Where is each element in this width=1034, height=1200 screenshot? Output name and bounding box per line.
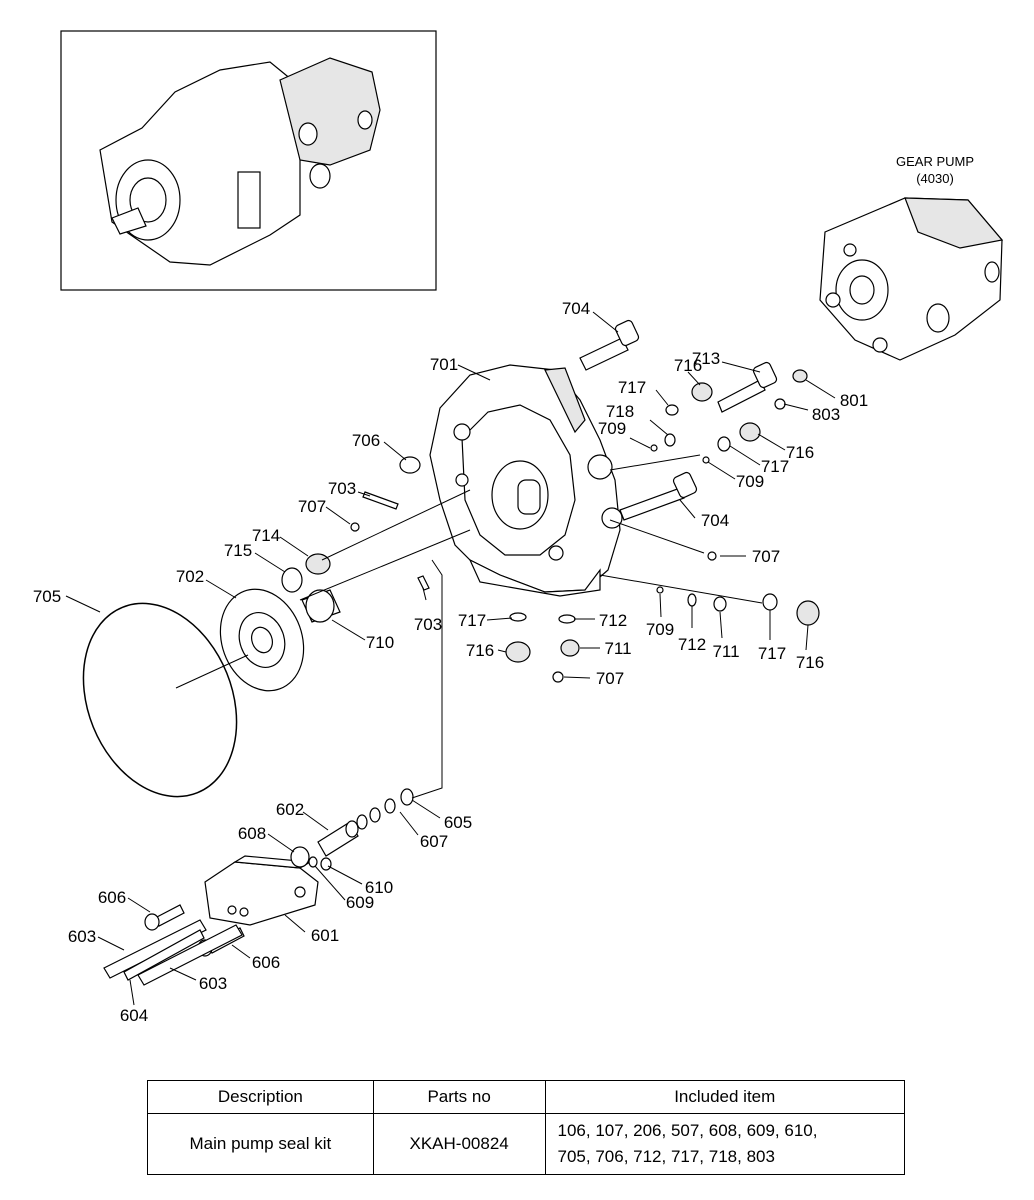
callout-801: 801 [840,391,868,410]
callout-707a: 707 [298,497,326,516]
leader-lines [65,311,836,1006]
callout-709b: 709 [736,472,764,491]
regulator-assembly [103,788,414,986]
callout-712a: 712 [599,611,627,630]
callout-712b: 712 [678,635,706,654]
header-included-item: Included item [544,1080,906,1114]
callout-717b: 717 [761,457,789,476]
callout-704b: 704 [701,511,729,530]
callout-607: 607 [420,832,448,851]
callout-718: 718 [606,402,634,421]
assembled-pump-inset [60,30,437,291]
callout-610: 610 [365,878,393,897]
pump-housing-701 [429,364,623,597]
callout-608: 608 [238,824,266,843]
callout-717c: 717 [458,611,486,630]
callout-703a: 703 [328,479,356,498]
callout-711a: 711 [712,642,739,661]
callout-606b: 606 [252,953,280,972]
callout-714: 714 [252,526,280,545]
callout-603a: 603 [68,927,96,946]
callout-707b: 707 [752,547,780,566]
cell-description: Main pump seal kit [147,1113,374,1175]
callout-606a: 606 [98,888,126,907]
callout-602: 602 [276,800,304,819]
callout-717d: 717 [758,644,786,663]
callout-707c: 707 [596,669,624,688]
callout-701: 701 [430,355,458,374]
callout-605: 605 [444,813,472,832]
callout-705: 705 [33,587,61,606]
exploded-parts-diagram: GEAR PUMP (4030) [33,30,1004,1025]
cell-included-items: 106, 107, 206, 507, 608, 609, 610, 705, … [544,1113,906,1175]
callout-601: 601 [311,926,339,945]
callout-704a: 704 [562,299,590,318]
callout-603b: 603 [199,974,227,993]
seal-kit-table: Description Parts no Included item Main … [147,1080,906,1175]
callout-803: 803 [812,405,840,424]
included-items-line-2: 705, 706, 712, 717, 718, 803 [557,1147,775,1166]
cell-parts-no: XKAH-00824 [372,1113,546,1175]
callout-706: 706 [352,431,380,450]
callout-702: 702 [176,567,204,586]
small-parts [281,319,820,683]
part-callouts: 704 701 716 713 717 718 709 801 803 706 … [33,299,868,1025]
callout-709a: 709 [598,419,626,438]
callout-715: 715 [224,541,252,560]
callout-716c: 716 [796,653,824,672]
callout-716d: 716 [466,641,494,660]
callout-709c: 709 [646,620,674,639]
gear-pump-drawing [819,197,1004,361]
included-items-line-1: 106, 107, 206, 507, 608, 609, 610, [557,1121,818,1140]
gear-pump-title: GEAR PUMP [896,154,974,169]
callout-717a: 717 [618,378,646,397]
callout-711b: 711 [604,639,631,658]
callout-716a: 716 [674,356,702,375]
gasket-ring-705 [82,602,238,798]
callout-604: 604 [120,1006,148,1025]
table-row: Main pump seal kit XKAH-00824 106, 107, … [147,1113,906,1175]
gear-pump-code: (4030) [916,171,954,186]
callout-703b: 703 [414,615,442,634]
header-parts-no: Parts no [372,1080,546,1114]
callout-710: 710 [366,633,394,652]
callout-716b: 716 [786,443,814,462]
valve-plate-702 [219,588,305,692]
table-header-row: Description Parts no Included item [147,1080,906,1114]
header-description: Description [147,1080,374,1114]
callout-609: 609 [346,893,374,912]
callout-713: 713 [692,349,720,368]
